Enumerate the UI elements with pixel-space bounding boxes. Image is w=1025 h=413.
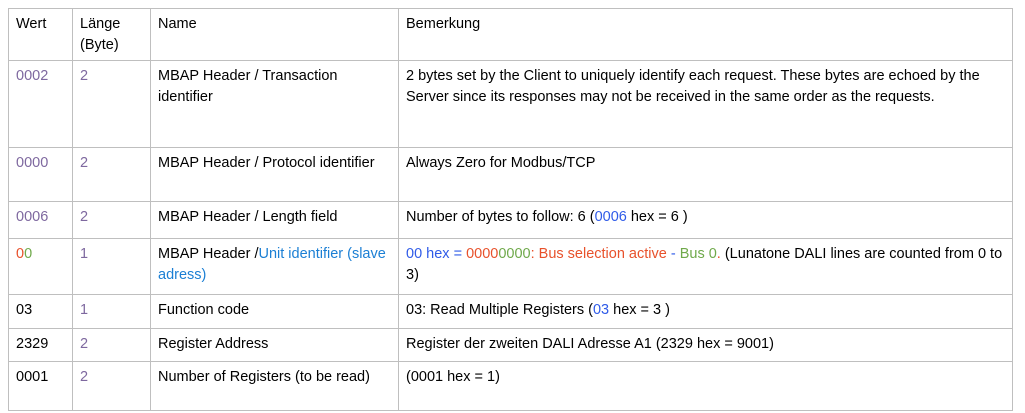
table-header-row: Wert Länge (Byte) Name Bemerkung xyxy=(8,7,1013,62)
cell-wert: 0002 xyxy=(8,60,73,149)
cell-wert: 0006 xyxy=(8,201,73,240)
cell-bemerkung: 00 hex = 00000000: Bus selection active … xyxy=(398,238,1013,296)
cell-wert: 2329 xyxy=(8,328,73,363)
cell-bemerkung: Register der zweiten DALI Adresse A1 (23… xyxy=(398,328,1013,363)
table-row: 2329 2 Register Address Register der zwe… xyxy=(8,328,1013,363)
table-header: Wert Länge (Byte) Name Bemerkung xyxy=(8,7,1013,62)
bemerkung-text-pre: 03: Read Multiple Registers ( xyxy=(406,302,593,319)
cell-name: Function code xyxy=(150,294,399,330)
bemerkung-hex-value: 0006 xyxy=(594,209,627,226)
column-header-laenge: Länge (Byte) xyxy=(72,7,151,62)
bemerkung-bus-selection-text: : Bus selection active xyxy=(530,246,671,263)
column-header-name: Name xyxy=(150,7,399,62)
table-row: 00 1 MBAP Header /Unit identifier (slave… xyxy=(8,238,1013,296)
cell-name: MBAP Header /Unit identifier (slave adre… xyxy=(150,238,399,296)
table-row: 0006 2 MBAP Header / Length field Number… xyxy=(8,201,1013,240)
table-row: 0002 2 MBAP Header / Transaction identif… xyxy=(8,60,1013,149)
cell-wert: 03 xyxy=(8,294,73,330)
cell-bemerkung: Number of bytes to follow: 6 (0006 hex =… xyxy=(398,201,1013,240)
cell-name: Register Address xyxy=(150,328,399,363)
bemerkung-bus-number: Bus 0 xyxy=(679,246,717,263)
bemerkung-hex-value: 03 xyxy=(592,302,610,319)
wert-byte-low-nibble: 0 xyxy=(24,246,33,263)
bemerkung-text-pre: Number of bytes to follow: 6 ( xyxy=(406,209,595,226)
cell-wert: 0000 xyxy=(8,147,73,203)
bemerkung-text-post: hex = 3 ) xyxy=(609,302,670,319)
name-text-highlight: Unit identifier (slave adress) xyxy=(158,246,386,283)
cell-bemerkung: 03: Read Multiple Registers (03 hex = 3 … xyxy=(398,294,1013,330)
bemerkung-separator: - xyxy=(670,246,680,263)
cell-laenge: 1 xyxy=(72,294,151,330)
cell-laenge: 1 xyxy=(72,238,151,296)
cell-wert: 00 xyxy=(8,238,73,296)
table-row: 0001 2 Number of Registers (to be read) … xyxy=(8,361,1013,412)
bemerkung-text-post: hex = 6 ) xyxy=(626,209,688,226)
bemerkung-bits-low: 0000 xyxy=(498,246,531,263)
bemerkung-note: (Lunatone DALI lines are counted from 0 … xyxy=(406,246,1003,283)
cell-name: MBAP Header / Protocol identifier xyxy=(150,147,399,203)
cell-bemerkung: Always Zero for Modbus/TCP xyxy=(398,147,1013,203)
cell-bemerkung: 2 bytes set by the Client to uniquely id… xyxy=(398,60,1013,149)
cell-name: MBAP Header / Length field xyxy=(150,201,399,240)
column-header-laenge-line2: (Byte) xyxy=(80,36,119,53)
table-body: 0002 2 MBAP Header / Transaction identif… xyxy=(8,60,1013,412)
bemerkung-period: . xyxy=(716,246,721,263)
bemerkung-hex-label: 00 hex = xyxy=(406,246,467,263)
cell-laenge: 2 xyxy=(72,361,151,412)
cell-laenge: 2 xyxy=(72,147,151,203)
table-row: 0000 2 MBAP Header / Protocol identifier… xyxy=(8,147,1013,203)
cell-name: MBAP Header / Transaction identifier xyxy=(150,60,399,149)
wert-byte-high-nibble: 0 xyxy=(16,246,25,263)
bemerkung-bits-high: 0000 xyxy=(466,246,499,263)
cell-name: Number of Registers (to be read) xyxy=(150,361,399,412)
cell-laenge: 2 xyxy=(72,60,151,149)
cell-laenge: 2 xyxy=(72,328,151,363)
table-row: 03 1 Function code 03: Read Multiple Reg… xyxy=(8,294,1013,330)
cell-wert: 0001 xyxy=(8,361,73,412)
column-header-wert: Wert xyxy=(8,7,73,62)
cell-laenge: 2 xyxy=(72,201,151,240)
name-text-prefix: MBAP Header / xyxy=(158,246,259,263)
modbus-request-table: Wert Länge (Byte) Name Bemerkung 0002 2 … xyxy=(8,7,1013,412)
column-header-laenge-line1: Länge xyxy=(80,16,121,32)
column-header-bemerkung: Bemerkung xyxy=(398,7,1013,62)
cell-bemerkung: (0001 hex = 1) xyxy=(398,361,1013,412)
